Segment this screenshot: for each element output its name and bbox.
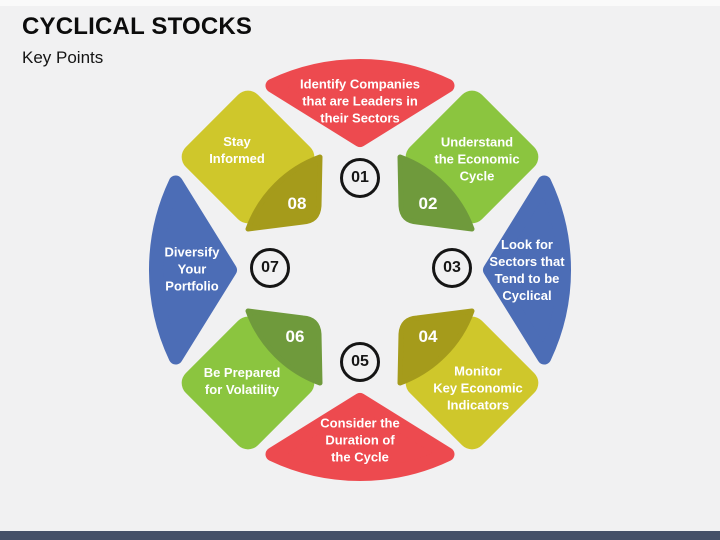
step-06-number: 06 bbox=[285, 327, 305, 346]
segment-right-shape bbox=[483, 175, 572, 365]
footer-accent-bar bbox=[0, 531, 720, 540]
segment-top-right-overlay bbox=[397, 154, 475, 232]
segment-bottom-shape bbox=[265, 393, 455, 482]
step-03-badge: 03 bbox=[432, 248, 472, 288]
page-subtitle: Key Points bbox=[22, 48, 104, 67]
segment-left-shape bbox=[148, 175, 237, 365]
step-01-badge: 01 bbox=[340, 158, 380, 198]
segment-top-shape bbox=[265, 58, 455, 147]
step-07-badge: 07 bbox=[250, 248, 290, 288]
segment-top-left-overlay bbox=[245, 154, 323, 232]
segment-bottom-right-overlay bbox=[397, 308, 475, 386]
step-04-number: 04 bbox=[418, 327, 438, 346]
step-05-badge: 05 bbox=[340, 342, 380, 382]
top-strip bbox=[0, 0, 720, 6]
step-08-number: 08 bbox=[287, 194, 307, 213]
segment-bottom-left-overlay bbox=[245, 308, 323, 386]
page-title: CYCLICAL STOCKS bbox=[22, 13, 253, 40]
step-02-number: 02 bbox=[418, 194, 438, 213]
